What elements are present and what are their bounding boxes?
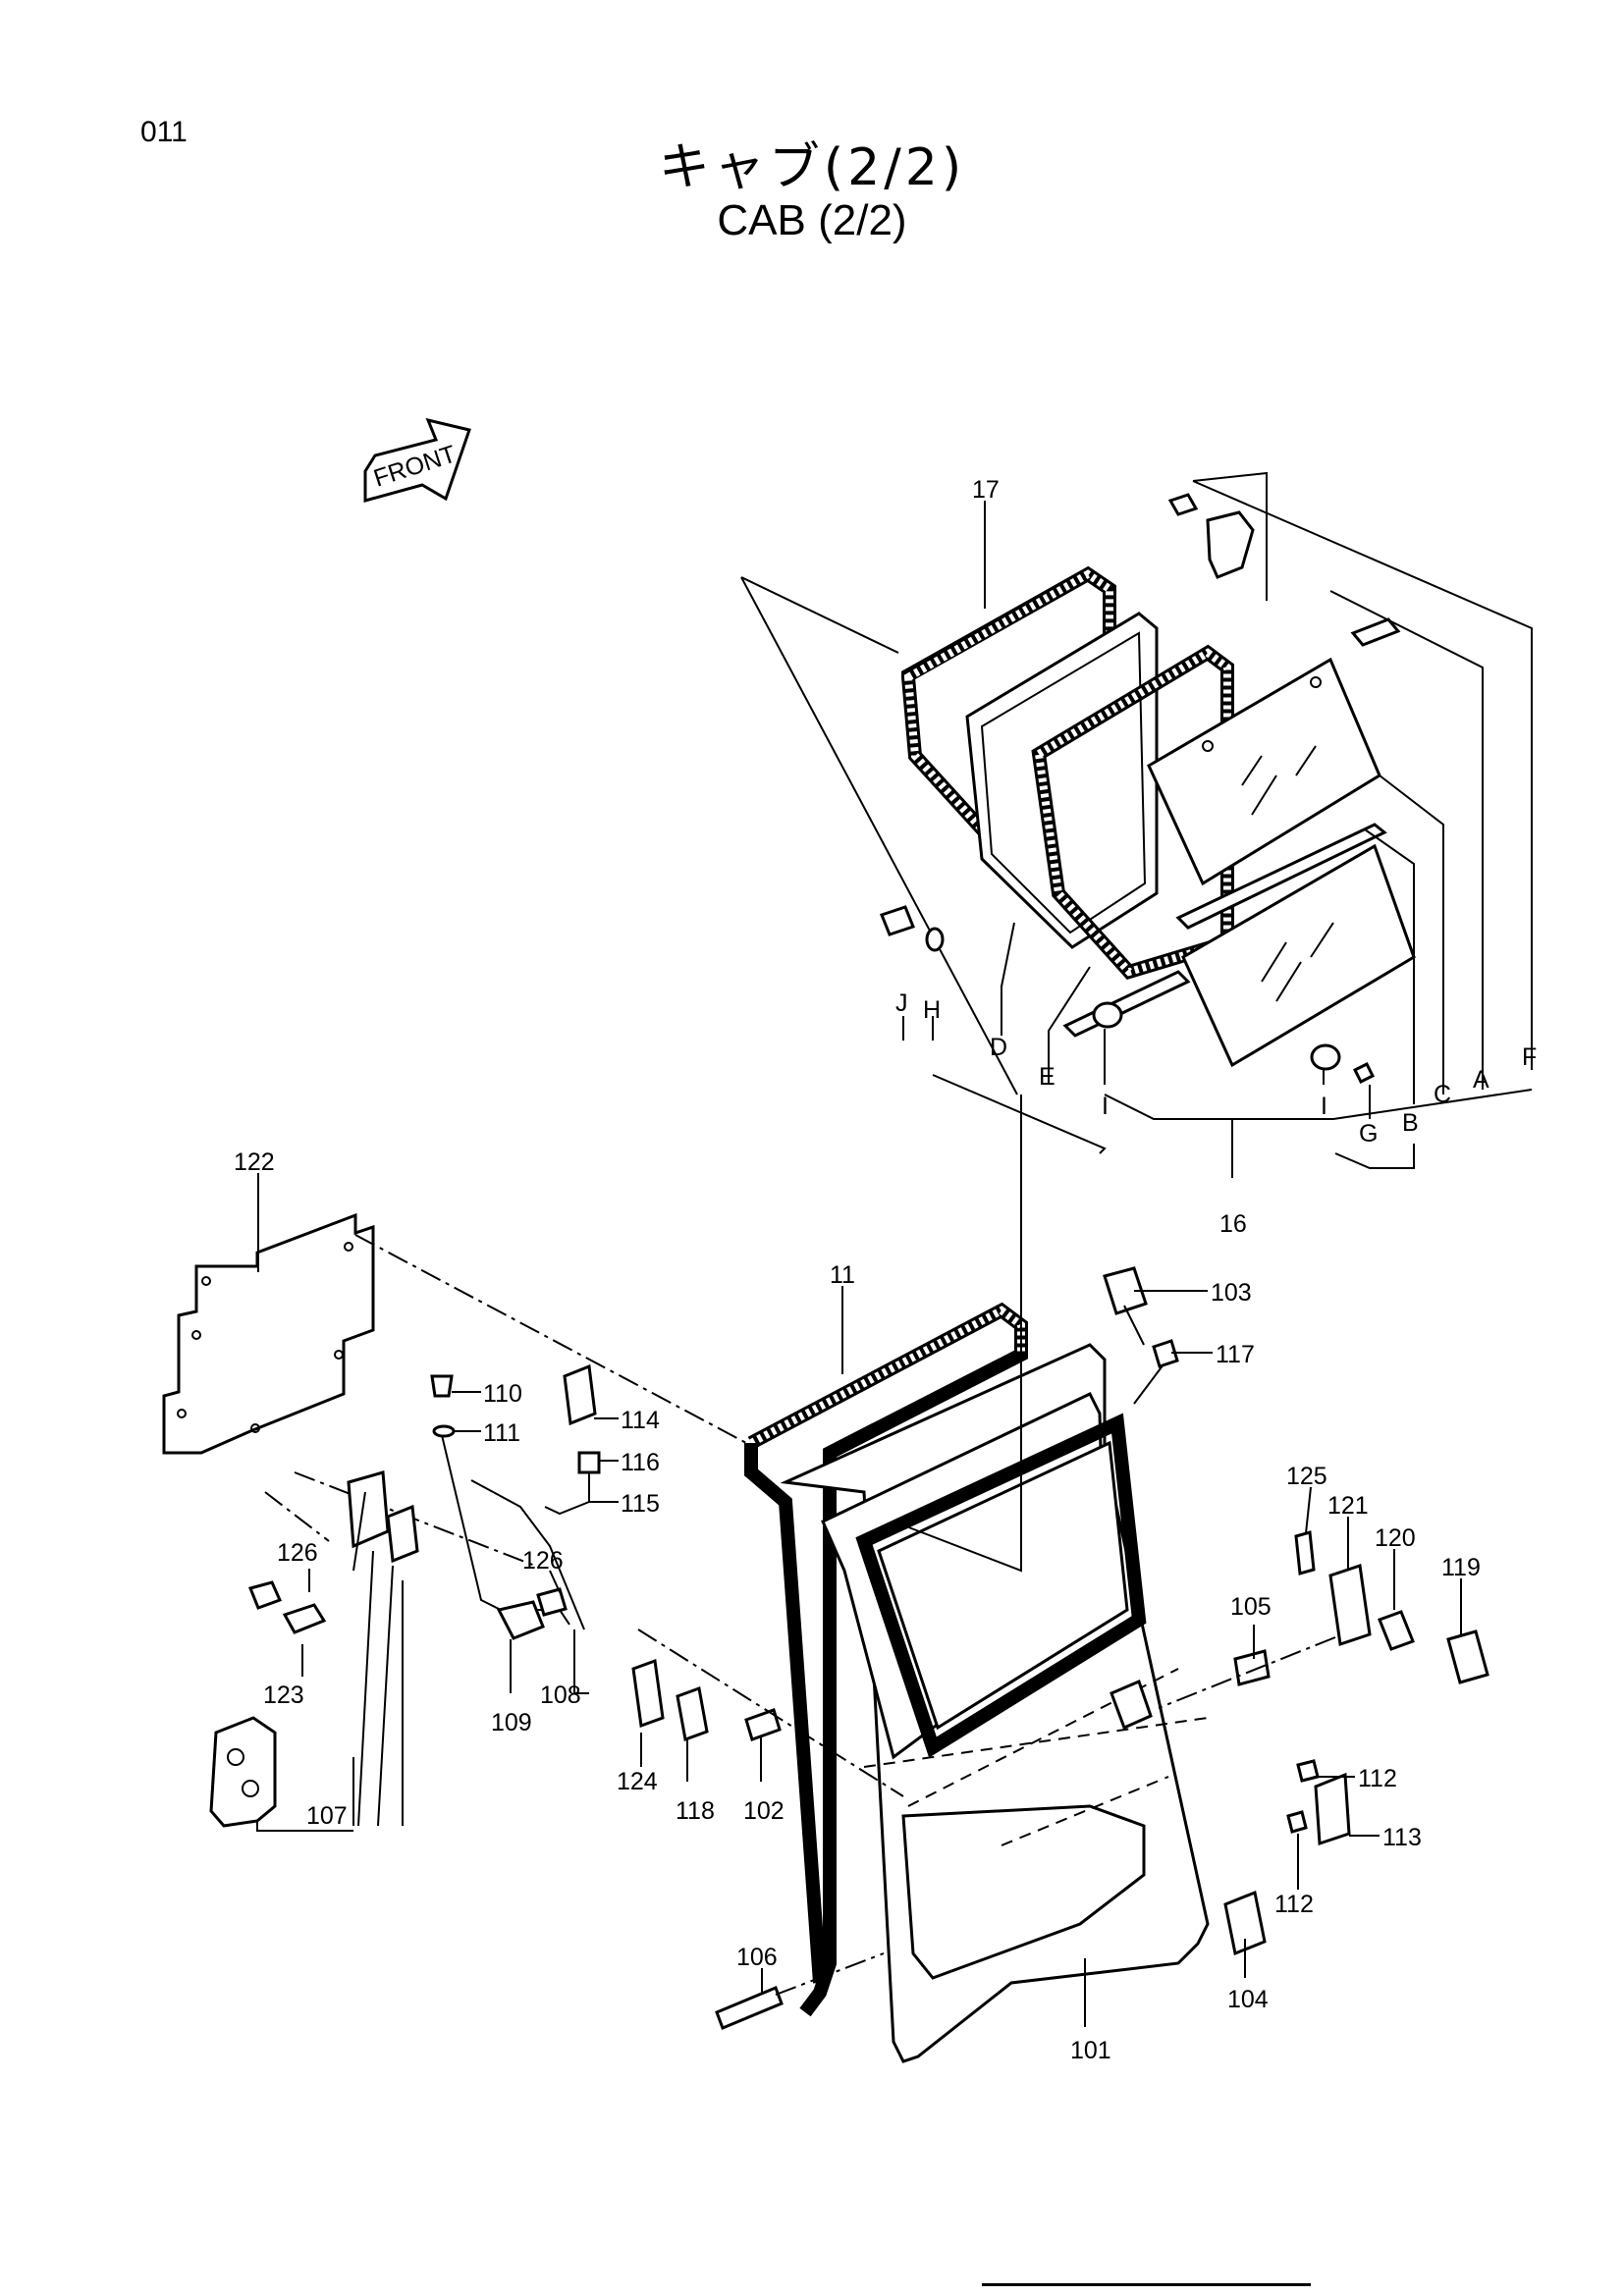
callout-108: 108 xyxy=(540,1682,581,1709)
lock-rod-end xyxy=(536,1587,568,1617)
callout-112-lower: 112 xyxy=(1274,1891,1314,1918)
bolt-j xyxy=(880,905,915,936)
letter-e: E xyxy=(1039,1063,1056,1091)
callout-115: 115 xyxy=(621,1490,660,1518)
page-title-japanese: キャブ(2/2) xyxy=(658,138,966,197)
callout-101: 101 xyxy=(1070,2037,1111,2064)
letter-a: A xyxy=(1473,1066,1489,1094)
key-123 xyxy=(282,1603,327,1634)
callout-123: 123 xyxy=(263,1682,304,1709)
callout-102: 102 xyxy=(743,1797,785,1825)
callout-111: 111 xyxy=(483,1419,520,1447)
letter-f: F xyxy=(1522,1043,1537,1071)
callout-125: 125 xyxy=(1286,1463,1327,1490)
callout-105: 105 xyxy=(1230,1593,1272,1621)
rear-cover-panel xyxy=(162,1212,375,1455)
door-lower-panel xyxy=(901,1804,1146,1980)
bracket-105 xyxy=(1233,1649,1271,1686)
hinge-114 xyxy=(563,1363,597,1426)
lock-bracket xyxy=(347,1470,390,1549)
plate-102 xyxy=(744,1708,782,1741)
catch-119 xyxy=(1446,1629,1489,1684)
hinge-106 xyxy=(715,1986,784,2030)
hinge-118 xyxy=(676,1685,709,1742)
roller-i-right xyxy=(1310,1043,1341,1071)
letter-g: G xyxy=(1359,1120,1378,1148)
roller-i-left xyxy=(1092,1001,1123,1029)
lock-mechanism xyxy=(209,1363,601,1828)
washer-h xyxy=(925,927,945,952)
callout-122: 122 xyxy=(234,1148,275,1176)
letter-c: C xyxy=(1434,1081,1451,1108)
striker-124 xyxy=(631,1658,665,1729)
lock-lever xyxy=(496,1600,545,1640)
callout-11: 11 xyxy=(830,1261,855,1289)
callout-110: 110 xyxy=(483,1380,522,1408)
page-title-english: CAB (2/2) xyxy=(717,196,907,244)
callout-104: 104 xyxy=(1227,1986,1269,2013)
callout-leaders xyxy=(256,501,1462,2027)
callout-118: 118 xyxy=(676,1797,715,1825)
front-arrow: FRONT xyxy=(363,417,471,503)
letter-b: B xyxy=(1402,1109,1419,1137)
ring-111 xyxy=(432,1424,456,1438)
letter-j: J xyxy=(895,989,908,1017)
door-seal xyxy=(747,1302,1028,2017)
bushing-126 xyxy=(247,1580,283,1610)
bumper-125 xyxy=(1294,1530,1316,1575)
upper-window-assembly xyxy=(740,471,1533,1178)
rear-cover-panel-assembly xyxy=(162,1212,747,1567)
callout-labels: 17 16 11 122 103 117 110 111 114 116 115… xyxy=(234,476,1481,2064)
handle-113 xyxy=(1314,1772,1351,1846)
clip-112-lower xyxy=(1286,1810,1308,1834)
page-number: 011 xyxy=(140,116,188,148)
striker-103 xyxy=(1103,1266,1148,1315)
lock-120 xyxy=(1378,1610,1415,1651)
letter-labels: J H D E I I G B C A F xyxy=(895,989,1537,1148)
pin-116 xyxy=(577,1451,601,1474)
callout-103: 103 xyxy=(1211,1279,1252,1307)
callout-16: 16 xyxy=(1219,1210,1247,1238)
door-glass xyxy=(877,1440,1129,1731)
bracket-104 xyxy=(1223,1890,1267,1956)
callout-109: 109 xyxy=(491,1709,532,1736)
letter-i-left: I xyxy=(1102,1093,1109,1120)
callout-119: 119 xyxy=(1441,1554,1481,1581)
callout-117: 117 xyxy=(1216,1341,1255,1368)
callout-107: 107 xyxy=(306,1802,348,1830)
clip-117 xyxy=(1152,1339,1179,1368)
window-stopper-pad xyxy=(1350,617,1401,647)
callout-124: 124 xyxy=(617,1768,658,1795)
callout-121: 121 xyxy=(1327,1492,1369,1520)
door-handle-recess xyxy=(1110,1679,1153,1731)
cab-door-assembly xyxy=(744,1095,1210,2063)
callout-113: 113 xyxy=(1382,1824,1422,1851)
callout-126-right: 126 xyxy=(522,1547,564,1575)
callout-17: 17 xyxy=(972,476,1000,504)
callout-126-left: 126 xyxy=(277,1539,318,1567)
screw-g xyxy=(1352,1061,1376,1085)
window-latch-bracket xyxy=(1206,510,1255,579)
door-lock-body xyxy=(209,1716,277,1828)
knob-110 xyxy=(430,1374,454,1398)
callout-112-upper: 112 xyxy=(1358,1765,1397,1792)
callout-116: 116 xyxy=(621,1449,660,1476)
window-inner-frame xyxy=(965,612,1159,949)
lower-glass-pane xyxy=(1181,843,1416,1068)
right-side-parts xyxy=(631,1266,1489,2030)
letter-h: H xyxy=(923,996,941,1024)
letter-i-right: I xyxy=(1321,1093,1327,1120)
callout-114: 114 xyxy=(621,1407,660,1434)
page-footer-rule xyxy=(982,2283,1311,2286)
plate-121 xyxy=(1328,1564,1372,1646)
callout-120: 120 xyxy=(1375,1524,1416,1552)
letter-d: D xyxy=(990,1034,1007,1061)
callout-106: 106 xyxy=(736,1944,778,1971)
